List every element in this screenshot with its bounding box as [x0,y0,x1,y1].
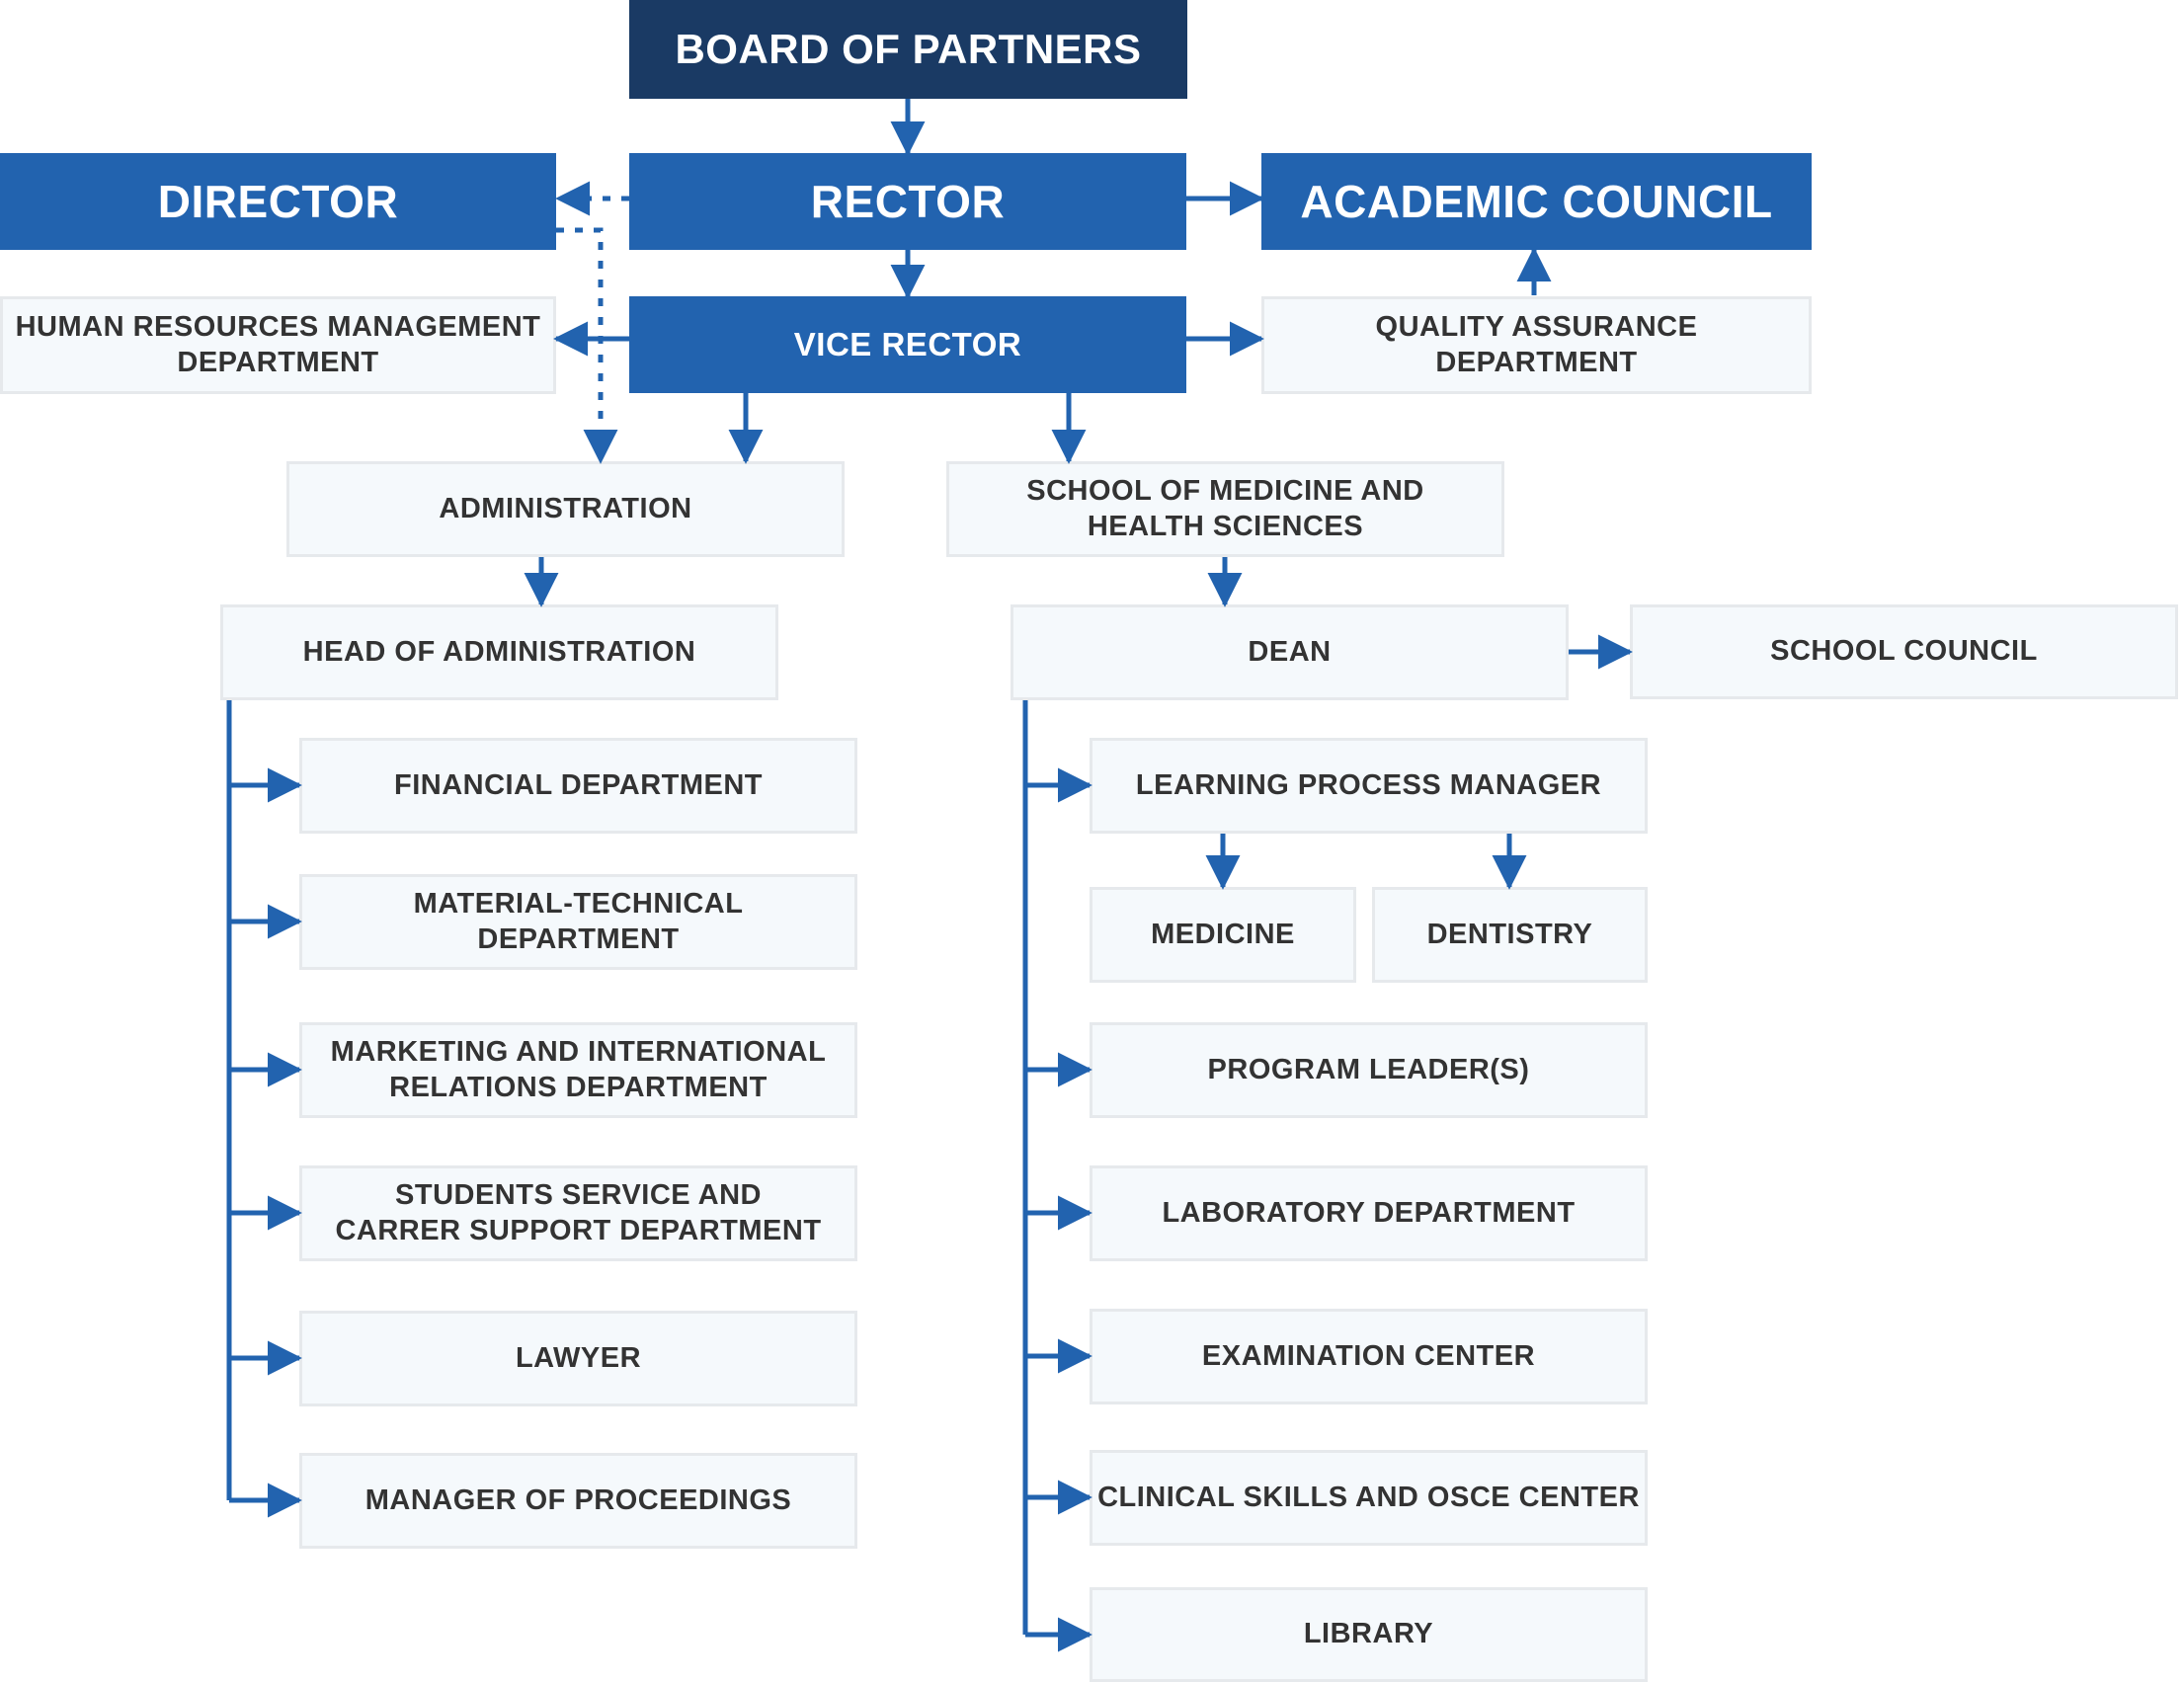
node-hrm-department: HUMAN RESOURCES MANAGEMENT DEPARTMENT [0,296,556,394]
node-label: DENTISTRY [1426,918,1593,950]
node-laboratory-department: LABORATORY DEPARTMENT [1090,1165,1648,1261]
node-school-of-medicine: SCHOOL OF MEDICINE AND HEALTH SCIENCES [946,461,1504,557]
node-label: LIBRARY [1303,1618,1434,1650]
node-label: LABORATORY DEPARTMENT [1162,1196,1576,1229]
node-school-council: SCHOOL COUNCIL [1630,604,2178,699]
node-library: LIBRARY [1090,1587,1648,1682]
node-label: DIRECTOR [157,175,399,227]
node-label: LAWYER [515,1341,642,1374]
node-examination-center: EXAMINATION CENTER [1090,1309,1648,1404]
node-label: CLINICAL SKILLS AND OSCE CENTER [1097,1481,1640,1513]
node-medicine: MEDICINE [1090,887,1356,983]
node-label: BOARD OF PARTNERS [675,26,1142,73]
node-material-technical-department: MATERIAL-TECHNICAL DEPARTMENT [299,874,857,970]
node-label: QUALITY ASSURANCE DEPARTMENT [1375,311,1698,378]
node-learning-process-manager: LEARNING PROCESS MANAGER [1090,738,1648,834]
node-label: RECTOR [810,175,1006,227]
node-label: SCHOOL COUNCIL [1770,635,2038,668]
node-administration: ADMINISTRATION [286,461,845,557]
node-rector: RECTOR [629,153,1186,250]
node-label: STUDENTS SERVICE AND CARRER SUPPORT DEPA… [335,1179,822,1246]
node-academic-council: ACADEMIC COUNCIL [1261,153,1812,250]
node-label: SCHOOL OF MEDICINE AND HEALTH SCIENCES [1026,475,1424,542]
node-label: FINANCIAL DEPARTMENT [393,768,764,801]
node-students-service-department: STUDENTS SERVICE AND CARRER SUPPORT DEPA… [299,1165,857,1261]
node-dean: DEAN [1011,604,1569,700]
node-label: ACADEMIC COUNCIL [1300,175,1773,227]
node-label: MATERIAL-TECHNICAL DEPARTMENT [413,888,744,955]
node-label: ADMINISTRATION [439,492,692,524]
node-label: HEAD OF ADMINISTRATION [302,635,696,668]
node-label: VICE RECTOR [793,325,1022,362]
node-label: LEARNING PROCESS MANAGER [1135,768,1602,801]
node-label: EXAMINATION CENTER [1201,1339,1536,1372]
node-vice-rector: VICE RECTOR [629,296,1186,393]
node-program-leaders: PROGRAM LEADER(S) [1090,1022,1648,1118]
node-label: HUMAN RESOURCES MANAGEMENT DEPARTMENT [15,311,541,378]
node-lawyer: LAWYER [299,1311,857,1406]
node-label: PROGRAM LEADER(S) [1207,1053,1530,1085]
connector-director-administration-dotted [556,227,618,464]
node-label: DEAN [1248,635,1332,668]
node-label: MEDICINE [1151,918,1295,950]
node-financial-department: FINANCIAL DEPARTMENT [299,738,857,834]
node-marketing-department: MARKETING AND INTERNATIONAL RELATIONS DE… [299,1022,857,1118]
node-board-of-partners: BOARD OF PARTNERS [629,0,1187,99]
node-manager-of-proceedings: MANAGER OF PROCEEDINGS [299,1453,857,1549]
node-director: DIRECTOR [0,153,556,250]
node-label: MANAGER OF PROCEEDINGS [364,1484,792,1516]
node-quality-assurance-department: QUALITY ASSURANCE DEPARTMENT [1261,296,1812,394]
node-clinical-skills-osce-center: CLINICAL SKILLS AND OSCE CENTER [1090,1450,1648,1546]
node-dentistry: DENTISTRY [1372,887,1648,983]
node-label: MARKETING AND INTERNATIONAL RELATIONS DE… [330,1036,827,1103]
node-head-of-administration: HEAD OF ADMINISTRATION [220,604,778,700]
